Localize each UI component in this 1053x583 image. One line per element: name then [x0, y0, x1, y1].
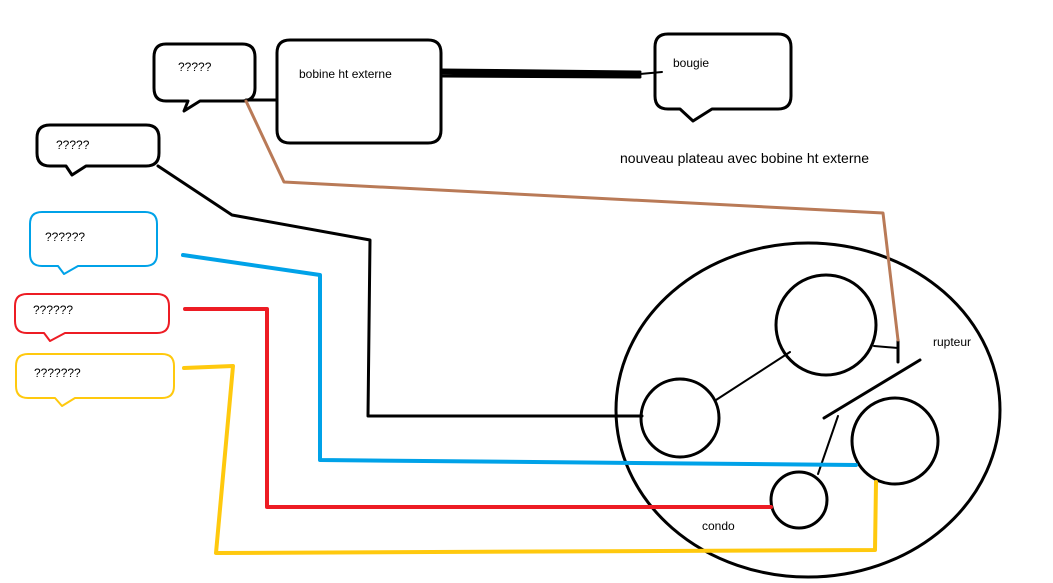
component-top	[774, 273, 878, 377]
bubble-black	[35, 123, 161, 177]
link-left-top	[715, 351, 791, 401]
label-coil: bobine ht externe	[299, 67, 392, 81]
bubble-yellow	[15, 353, 175, 407]
ignition-plate	[614, 241, 1002, 579]
wire-brown	[244, 99, 900, 342]
ht-lead	[439, 68, 642, 79]
condenser-circle	[769, 470, 829, 530]
wire-black	[156, 164, 644, 418]
label-red: ??????	[33, 303, 73, 317]
bubble-red	[14, 293, 170, 342]
caption: nouveau plateau avec bobine ht externe	[620, 150, 869, 166]
label-yellow: ???????	[34, 366, 81, 380]
component-right	[850, 396, 940, 486]
label-spark-plug: bougie	[673, 56, 709, 70]
ht-lead-end	[639, 71, 663, 75]
label-top-left: ?????	[178, 60, 212, 74]
component-left	[639, 377, 721, 459]
label-breaker: rupteur	[933, 335, 971, 349]
bubble-coil	[275, 38, 443, 145]
wire-yellow	[182, 364, 878, 555]
breaker-link	[873, 345, 899, 349]
wire-blue	[181, 253, 858, 467]
wire-red	[183, 307, 773, 509]
bubble-blue	[29, 211, 158, 275]
bubble-spark-plug	[653, 32, 793, 123]
label-black: ?????	[56, 138, 90, 152]
breaker-arm	[822, 358, 922, 420]
bubble-top-left	[152, 42, 257, 113]
label-blue: ??????	[45, 230, 85, 244]
label-condenser: condo	[702, 519, 735, 533]
